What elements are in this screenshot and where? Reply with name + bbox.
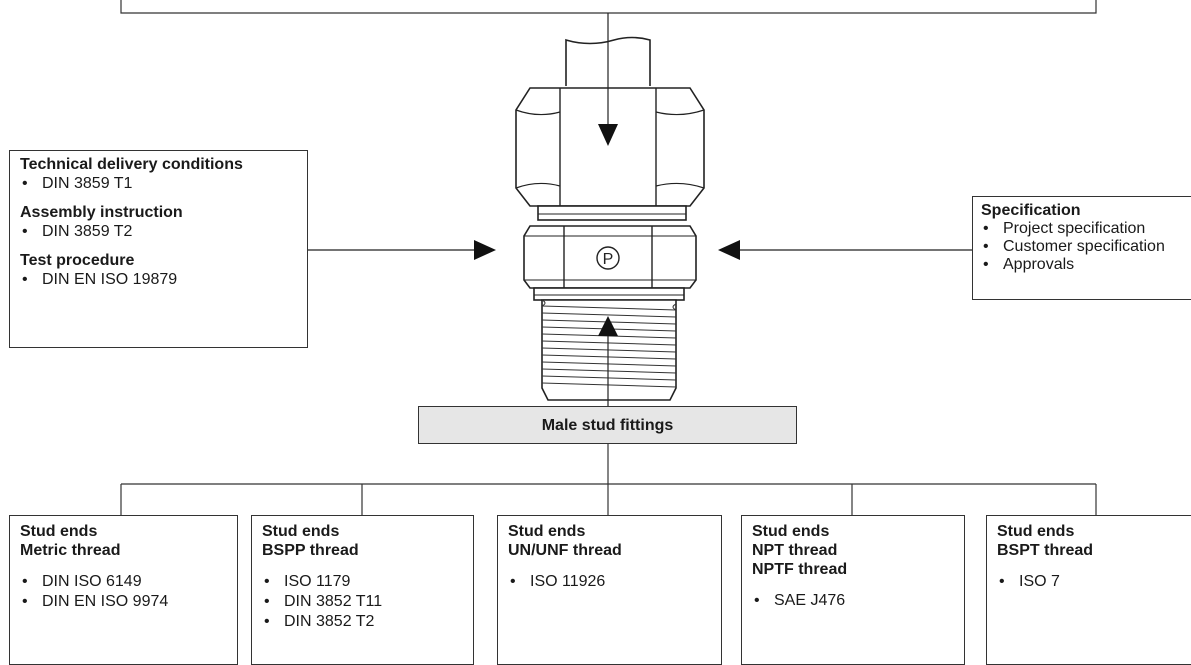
spec-item: Project specification	[981, 220, 1191, 238]
section-item: DIN 3859 T1	[20, 174, 297, 193]
section-item: DIN EN ISO 19879	[20, 270, 297, 289]
section-heading: Test procedure	[20, 252, 135, 269]
stud-standard-item: ISO 7	[997, 572, 1191, 592]
stud-standard-item: DIN 3852 T11	[262, 592, 463, 612]
stud-ends-bspt-box: Stud ends BSPT thread ISO 7	[986, 515, 1191, 665]
stud-ends-un-unf-box: Stud ends UN/UNF thread ISO 11926	[497, 515, 722, 665]
arrow-bottom-head	[598, 316, 618, 336]
lower-hex-body	[523, 225, 697, 289]
upper-hex-nut	[515, 87, 705, 207]
stud-title-line1: Stud ends	[262, 523, 340, 540]
section-heading: Assembly instruction	[20, 204, 183, 221]
thread-lines	[541, 305, 677, 388]
stud-ends-bspp-box: Stud ends BSPP thread ISO 1179 DIN 3852 …	[251, 515, 474, 665]
fitting-collar	[533, 287, 685, 301]
stud-title-line2: BSPT thread	[997, 542, 1094, 559]
arrow-right-head	[718, 240, 740, 260]
fitting-neck	[537, 205, 687, 221]
male-stud-fittings-box: Male stud fittings	[418, 406, 797, 444]
specification-panel: Specification Project specification Cust…	[972, 196, 1191, 300]
male-stud-fittings-label: Male stud fittings	[541, 416, 674, 434]
tree-connectors	[120, 444, 1097, 515]
stud-title-line2: UN/UNF thread	[508, 542, 622, 559]
spec-heading: Specification	[981, 202, 1081, 219]
p-marking-circle	[596, 246, 620, 270]
stud-title-line3: NPTF thread	[752, 561, 848, 578]
top-box-outline	[120, 0, 1097, 14]
stud-title-line2: Metric thread	[20, 542, 121, 559]
stud-title-line1: Stud ends	[752, 523, 830, 540]
stud-standard-item: SAE J476	[752, 591, 954, 611]
stud-title-line1: Stud ends	[20, 523, 98, 540]
stud-standard-item: DIN ISO 6149	[20, 572, 227, 592]
stud-ends-npt-box: Stud ends NPT thread NPTF thread SAE J47…	[741, 515, 965, 665]
section-item: DIN 3859 T2	[20, 222, 297, 241]
stud-title-line2: BSPP thread	[262, 542, 359, 559]
stud-ends-metric-box: Stud ends Metric thread DIN ISO 6149 DIN…	[9, 515, 238, 665]
stud-standard-item: DIN EN ISO 9974	[20, 592, 227, 612]
arrow-top-head	[598, 124, 618, 146]
stud-title-line2: NPT thread	[752, 542, 838, 559]
stud-title-line1: Stud ends	[508, 523, 586, 540]
svg-text:P: P	[603, 251, 614, 268]
stud-standard-item: DIN 3852 T2	[262, 612, 463, 632]
section-heading: Technical delivery conditions	[20, 156, 243, 173]
spec-item: Approvals	[981, 256, 1191, 274]
stud-title-line1: Stud ends	[997, 523, 1075, 540]
spec-item: Customer specification	[981, 238, 1191, 256]
stud-standard-item: ISO 11926	[508, 572, 711, 592]
arrow-left-head	[474, 240, 496, 260]
delivery-assembly-test-panel: Technical delivery conditions DIN 3859 T…	[9, 150, 308, 348]
stud-standard-item: ISO 1179	[262, 572, 463, 592]
